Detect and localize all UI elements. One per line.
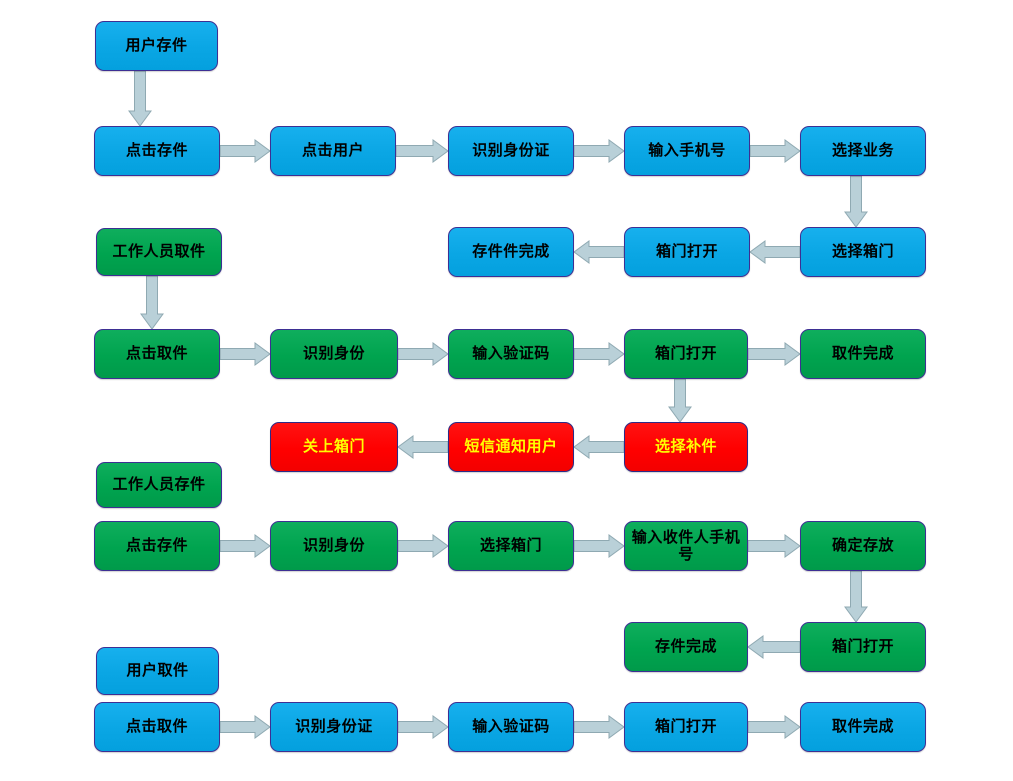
flow-arrow-down (140, 275, 164, 330)
flow-node-label: 选择补件 (654, 438, 717, 456)
flow-node-label: 取件完成 (831, 345, 894, 363)
flow-node[interactable]: 工作人员取件 (96, 228, 222, 276)
flow-node-label: 识别身份 (302, 537, 365, 555)
flow-node-label: 存件件完成 (472, 243, 550, 261)
flow-arrow-down (668, 378, 692, 423)
flow-node[interactable]: 输入验证码 (448, 702, 574, 752)
flow-node-label: 短信通知用户 (464, 438, 558, 456)
flow-node[interactable]: 用户存件 (95, 21, 218, 71)
flow-arrow-right (219, 342, 271, 366)
flow-node[interactable]: 确定存放 (800, 521, 926, 571)
flow-node[interactable]: 点击取件 (94, 329, 220, 379)
flow-arrow-left (747, 635, 801, 659)
flow-node[interactable]: 识别身份证 (270, 702, 398, 752)
flow-node[interactable]: 关上箱门 (270, 422, 398, 472)
flow-node[interactable]: 选择箱门 (800, 227, 926, 277)
flow-arrow-left (573, 435, 625, 459)
flow-node[interactable]: 点击存件 (94, 521, 220, 571)
flow-arrow-right (397, 342, 449, 366)
flow-arrow-left (573, 240, 625, 264)
flow-arrow-right (397, 715, 449, 739)
flow-node-label: 关上箱门 (302, 438, 365, 456)
flow-arrow-right (747, 534, 801, 558)
flow-node[interactable]: 短信通知用户 (448, 422, 574, 472)
flow-arrow-right (573, 139, 625, 163)
flow-arrow-right (395, 139, 449, 163)
flow-arrow-down (844, 570, 868, 623)
flow-arrow-down (128, 70, 152, 127)
flow-arrow-left (749, 240, 801, 264)
flow-node-label: 输入验证码 (472, 718, 550, 736)
flow-node[interactable]: 选择业务 (800, 126, 926, 176)
flow-arrow-right (219, 715, 271, 739)
flow-arrow-right (573, 534, 625, 558)
flow-node-label: 箱门打开 (654, 718, 717, 736)
flow-node[interactable]: 箱门打开 (624, 227, 750, 277)
flow-arrow-right (573, 342, 625, 366)
flow-arrow-right (219, 534, 271, 558)
flow-node-label: 识别身份证 (472, 142, 550, 160)
flow-node-label: 箱门打开 (654, 345, 717, 363)
flow-node-label: 输入验证码 (472, 345, 550, 363)
flow-node[interactable]: 输入收件人手机号 (624, 521, 748, 571)
flow-arrow-right (749, 139, 801, 163)
flow-node[interactable]: 识别身份 (270, 329, 398, 379)
flow-node-label: 取件完成 (831, 718, 894, 736)
flow-node[interactable]: 箱门打开 (624, 329, 748, 379)
flow-node[interactable]: 识别身份 (270, 521, 398, 571)
flow-arrow-left (397, 435, 449, 459)
flow-arrow-right (219, 139, 271, 163)
flow-node-label: 工作人员取件 (112, 243, 206, 261)
flow-node-label: 输入收件人手机号 (631, 528, 741, 563)
flow-node[interactable]: 取件完成 (800, 329, 926, 379)
flow-node[interactable]: 选择箱门 (448, 521, 574, 571)
flow-node-label: 箱门打开 (655, 243, 718, 261)
flow-node[interactable]: 输入验证码 (448, 329, 574, 379)
flow-node-label: 点击存件 (125, 142, 188, 160)
flow-node-label: 确定存放 (831, 537, 894, 555)
flow-node[interactable]: 存件完成 (624, 622, 748, 672)
flow-node-label: 识别身份 (302, 345, 365, 363)
flow-node-label: 用户存件 (125, 37, 188, 55)
flow-node-label: 用户取件 (126, 662, 189, 680)
flow-node[interactable]: 用户取件 (96, 647, 219, 695)
flow-node-label: 选择箱门 (831, 243, 894, 261)
flow-node-label: 点击取件 (125, 718, 188, 736)
flow-node-label: 输入手机号 (648, 142, 726, 160)
flow-arrow-right (747, 342, 801, 366)
flow-node[interactable]: 箱门打开 (800, 622, 926, 672)
flow-arrow-right (397, 534, 449, 558)
flow-arrow-down (844, 175, 868, 228)
flow-node[interactable]: 识别身份证 (448, 126, 574, 176)
flow-arrow-right (747, 715, 801, 739)
flow-node-label: 点击取件 (125, 345, 188, 363)
flow-node-label: 选择业务 (831, 142, 894, 160)
flow-node-label: 工作人员存件 (112, 476, 206, 494)
flow-node[interactable]: 箱门打开 (624, 702, 748, 752)
flow-node[interactable]: 点击取件 (94, 702, 220, 752)
flow-node-label: 箱门打开 (831, 638, 894, 656)
flow-node[interactable]: 存件件完成 (448, 227, 574, 277)
flow-node[interactable]: 输入手机号 (624, 126, 750, 176)
flow-node[interactable]: 工作人员存件 (96, 462, 222, 508)
flow-node-label: 选择箱门 (479, 537, 542, 555)
flow-arrow-right (573, 715, 625, 739)
flow-node[interactable]: 取件完成 (800, 702, 926, 752)
flow-node-label: 点击存件 (125, 537, 188, 555)
flow-node-label: 存件完成 (654, 638, 717, 656)
flow-node[interactable]: 选择补件 (624, 422, 748, 472)
flow-node[interactable]: 点击存件 (94, 126, 220, 176)
flow-node-label: 识别身份证 (295, 718, 373, 736)
flow-node[interactable]: 点击用户 (270, 126, 396, 176)
flow-node-label: 点击用户 (301, 142, 364, 160)
